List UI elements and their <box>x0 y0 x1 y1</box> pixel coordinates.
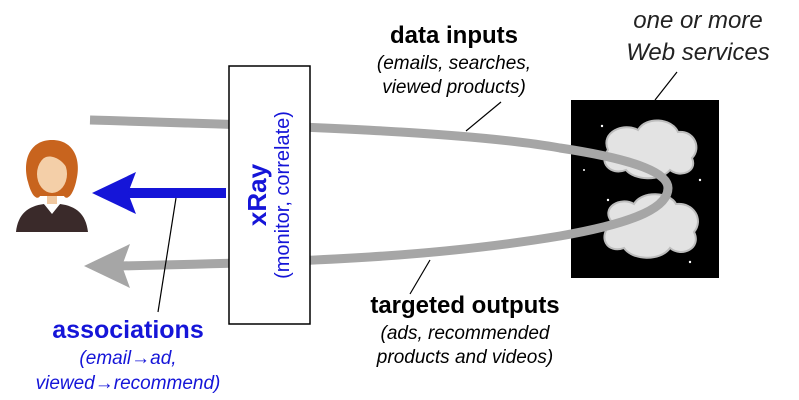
associations-detail-2: viewed→recommend) <box>35 373 221 394</box>
associations-label: associations (email→ad, viewed→recommend… <box>6 314 250 396</box>
data-inputs-detail-1: (emails, searches, <box>376 53 532 74</box>
web-services-line-2: Web services <box>626 39 770 66</box>
web-services-line-1: one or more <box>633 7 763 34</box>
associations-detail-1: (email→ad, <box>79 348 177 369</box>
targeted-outputs-label: targeted outputs (ads, recommended produ… <box>330 290 600 370</box>
user-avatar-icon <box>16 140 88 232</box>
data-inputs-title: data inputs <box>389 22 518 49</box>
targeted-outputs-detail-1: (ads, recommended <box>380 323 550 344</box>
output-arrowhead <box>84 244 130 288</box>
targeted-outputs-title: targeted outputs <box>370 292 560 319</box>
associations-arrow <box>92 172 226 214</box>
data-inputs-detail-2: viewed products) <box>382 77 526 98</box>
associations-leader <box>157 197 177 313</box>
web-services-label: one or more Web services <box>598 5 798 69</box>
web-services-leader <box>654 71 678 101</box>
targeted-outputs-detail-2: products and videos) <box>376 347 554 368</box>
data-inputs-label: data inputs (emails, searches, viewed pr… <box>342 20 566 100</box>
xray-box <box>228 65 311 325</box>
xray-label: xRay (monitor, correlate) <box>236 72 304 318</box>
cloud-icon <box>603 193 699 259</box>
stars <box>583 124 702 264</box>
xray-subtitle: (monitor, correlate) <box>272 111 294 279</box>
data-flow-arc <box>84 115 673 288</box>
xray-title: xRay <box>242 163 272 227</box>
associations-title: associations <box>52 316 204 344</box>
data-inputs-leader <box>465 101 502 132</box>
web-services-box <box>571 100 719 278</box>
targeted-outputs-leader <box>409 259 431 295</box>
